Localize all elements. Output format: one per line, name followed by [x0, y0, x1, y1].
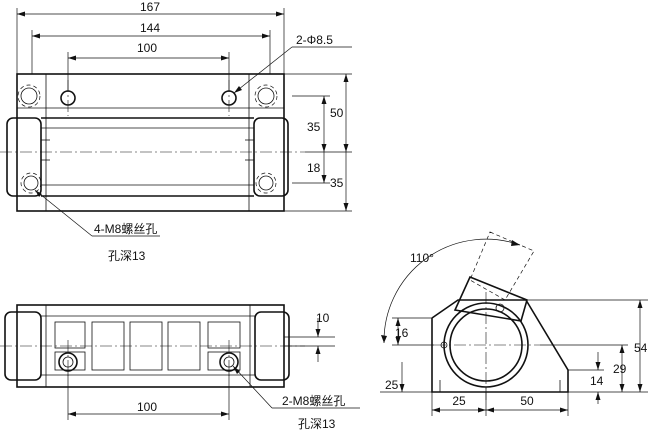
- label-tapped-holes-bottom: 2-M8螺丝孔: [282, 394, 345, 408]
- dim-height-18: 18: [307, 161, 321, 175]
- dim-hole-pitch-bottom: 100: [137, 400, 157, 414]
- dim-height-50: 50: [330, 106, 344, 120]
- dim-side-50: 50: [520, 394, 534, 408]
- side-view: [381, 231, 569, 400]
- bottom-view: [0, 304, 305, 388]
- dim-height-35-upper: 35: [307, 120, 321, 134]
- front-view-dimensions: 167 144 100 2-Φ8.5 50 35: [16, 0, 352, 263]
- dim-offset-10: 10: [316, 311, 330, 325]
- dim-side-54: 54: [634, 341, 648, 355]
- dim-length-144: 144: [140, 21, 160, 35]
- bottom-view-dimensions: 10 100 2-M8螺丝孔 孔深13: [67, 311, 360, 431]
- dim-hole-pitch-top: 100: [137, 41, 157, 55]
- label-tapped-depth-bottom: 孔深13: [298, 417, 336, 431]
- dim-angle: 110°: [410, 251, 434, 265]
- front-view: [0, 73, 305, 212]
- dim-side-14: 14: [590, 374, 604, 388]
- dim-overall-length: 167: [140, 0, 160, 14]
- dim-height-35-lower: 35: [330, 176, 344, 190]
- label-through-hole: 2-Φ8.5: [296, 33, 333, 47]
- label-tapped-holes-top: 4-M8螺丝孔: [94, 222, 157, 236]
- dim-side-29: 29: [613, 362, 627, 376]
- dim-side-16: 16: [395, 326, 409, 340]
- dim-side-25-height: 25: [385, 378, 399, 392]
- side-view-dimensions: 110° 16 25 54 29 14: [380, 251, 648, 416]
- label-tapped-depth-top: 孔深13: [108, 249, 146, 263]
- dim-side-25-width: 25: [452, 394, 466, 408]
